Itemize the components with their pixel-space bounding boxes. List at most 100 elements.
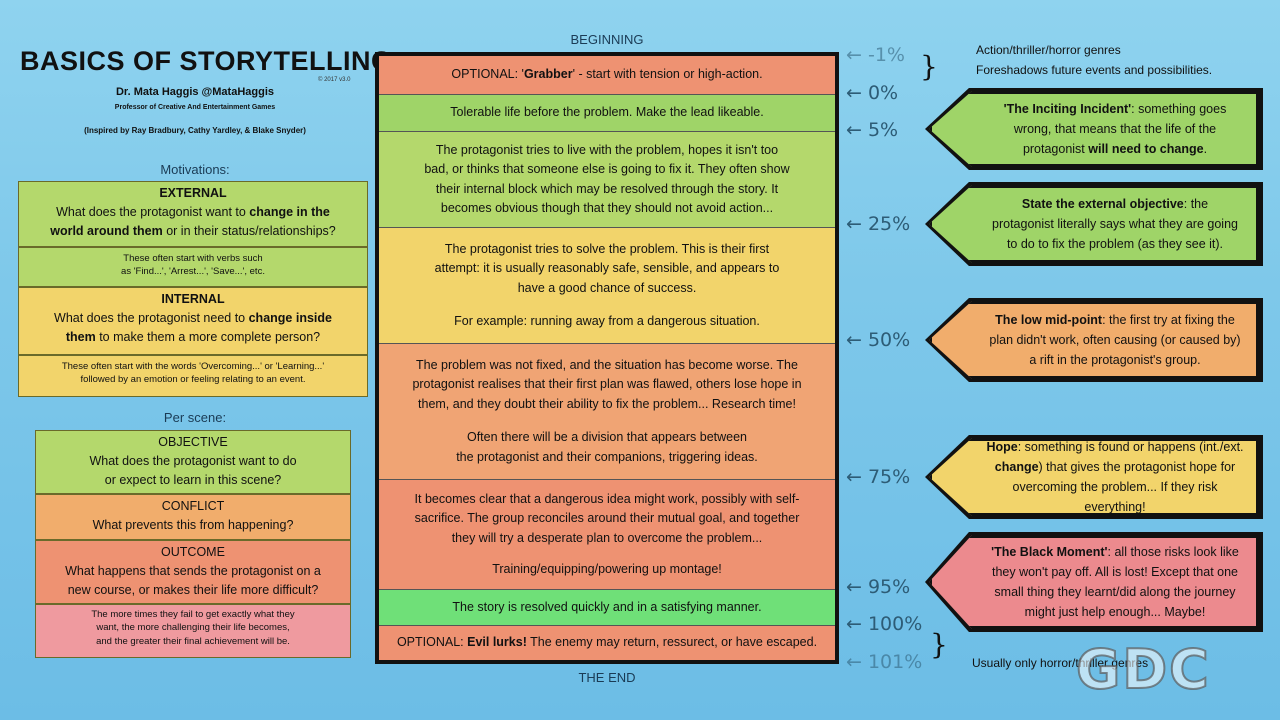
arrow-left-icon: ← [846,329,862,351]
r4-line2: attempt: it is usually reasonably safe, … [434,261,780,276]
c1-2: wrong, that means that the life of the [1013,122,1217,136]
per-scene-heading: Per scene: [163,410,227,425]
top-note-line1: Action/thriller/horror genres [976,43,1121,57]
row-first-attempt: The protagonist tries to solve the probl… [379,228,835,344]
arrow-left-icon: ← [846,119,862,141]
percent-marker: ← 5% [846,119,898,141]
c2-2: protagonist literally says what they are… [992,217,1238,231]
c1-bold2: will need to change [1088,142,1204,156]
external-box: EXTERNAL What does the protagonist want … [18,181,368,247]
internal-bold: change inside [248,310,332,325]
outcome-title: OUTCOME [161,545,225,559]
pct-value: 5% [867,119,899,141]
external-question: What does the protagonist want to change… [25,203,361,241]
brace-icon: } [930,628,948,661]
r3-line2: bad, or thinks that someone else is goin… [424,162,790,177]
c1-bold: 'The Inciting Incident' [1003,102,1132,116]
row-tolerable-life: Tolerable life before the problem. Make … [379,95,835,132]
pct-value: 75% [867,466,911,488]
c5-4: might just help enough... Maybe! [1024,605,1206,619]
percent-marker: ← 0% [846,82,898,104]
r2-text: Tolerable life before the problem. Make … [450,105,764,120]
version-label: © 2017 v3.0 [318,77,351,83]
r5-line3: them, and they doubt their ability to fi… [418,396,796,411]
r1-b: Grabber [523,67,573,82]
callout-text: Hope: something is found or happens (int… [984,438,1246,516]
outcome-note-line3: and the greater their final achievement … [96,635,290,647]
objective-line1: What does the protagonist want to do [89,453,297,468]
percent-marker: ← 75% [846,466,910,488]
percent-marker: ← -1% [846,44,905,66]
c5-2: they won't pay off. All is lost! Except … [991,565,1239,579]
r7-text: The story is resolved quickly and in a s… [452,599,762,614]
pct-value: 0% [867,82,899,104]
page-title: BASICS OF STORYTELLING [20,46,393,76]
pct-value: 101% [867,651,923,673]
external-note: These often start with verbs such as 'Fi… [18,247,368,287]
story-timeline: OPTIONAL: 'Grabber' - start with tension… [375,52,839,664]
c4-bold: Hope [986,440,1018,454]
internal-note: These often start with the words 'Overco… [18,355,368,397]
c1-4: . [1203,142,1208,156]
internal-text-2: to make them a more complete person? [95,329,321,344]
r1-a: OPTIONAL: ' [451,67,524,82]
row-desperate-plan: It becomes clear that a dangerous idea m… [379,480,835,590]
beginning-label: BEGINNING [570,32,644,47]
motivations-heading: Motivations: [160,162,230,177]
row-avoid-problem: The protagonist tries to live with the p… [379,132,835,228]
r5-line2: protagonist realises that their first pl… [412,377,802,392]
top-note-line2: Foreshadows future events and possibilit… [976,63,1213,77]
r4-line1: The protagonist tries to solve the probl… [444,241,770,256]
r5-line1: The problem was not fixed, and the situa… [416,358,798,373]
evil-lurks-text: OPTIONAL: Evil lurks! The enemy may retu… [391,633,823,652]
grabber-text: OPTIONAL: 'Grabber' - start with tension… [391,65,823,84]
r8-a: OPTIONAL: [396,635,468,650]
arrow-left-icon: ← [846,466,862,488]
external-bold-2: world around them [50,223,163,238]
c4-2: ) that gives the protagonist hope for [1038,460,1236,474]
outcome-line2: new course, or makes their life more dif… [67,582,319,597]
bottom-note: Usually only horror/thriller genres [972,656,1149,670]
conflict-box: CONFLICT What prevents this from happeni… [35,494,351,540]
objective-box: OBJECTIVE What does the protagonist want… [35,430,351,494]
arrow-left-icon: ← [846,82,862,104]
external-note-line2: as 'Find...', 'Arrest...', 'Save...', et… [121,266,265,278]
outcome-note-line1: The more times they fail to get exactly … [91,609,295,620]
c1-3: protagonist [1022,142,1089,156]
c2-bold: State the external objective [1021,197,1184,211]
external-text: What does the protagonist want to [56,204,250,219]
outcome-line1: What happens that sends the protagonist … [65,563,321,578]
callout-text: The low mid-point: the first try at fixi… [989,310,1240,370]
r4-line3: have a good chance of success. [517,280,697,295]
gdc-logo: GDC [1075,637,1211,702]
r5-line5: the protagonist and their companions, tr… [456,449,758,464]
r6-line4: Training/equipping/powering up montage! [492,561,722,576]
pct-value: 95% [867,576,911,598]
r3-line4: becomes obvious though that they should … [440,200,774,215]
author: Dr. Mata Haggis @MataHaggis [115,86,275,98]
pct-value: 50% [867,329,911,351]
callout-text: 'The Black Moment': all those risks look… [991,542,1239,622]
external-note-line1: These often start with verbs such [123,253,263,264]
author-role: Professor of Creative And Entertainment … [114,104,276,111]
percent-marker: ← 25% [846,213,910,235]
external-text-2: or in their status/relationships? [162,223,336,238]
external-bold: change in the [249,204,330,219]
internal-title: INTERNAL [161,292,225,306]
internal-question: What does the protagonist need to change… [25,309,361,347]
r8-c: The enemy may return, ressurect, or have… [526,635,818,650]
c4-3: overcoming the problem... If they risk e… [1012,480,1218,514]
r3-line3: their internal block which may be resolv… [435,181,779,196]
pct-value: -1% [867,44,905,66]
percent-marker: ← 50% [846,329,910,351]
conflict-question: What prevents this from happening? [92,517,294,532]
outcome-note-line2: want, the more challenging their life be… [96,622,290,634]
r1-c: ' - start with tension or high-action. [572,67,763,82]
conflict-title: CONFLICT [161,499,225,513]
arrow-left-icon: ← [846,44,862,66]
c3-bold: The low mid-point [995,313,1103,327]
c3-2: plan didn't work, often causing (or caus… [989,333,1241,347]
